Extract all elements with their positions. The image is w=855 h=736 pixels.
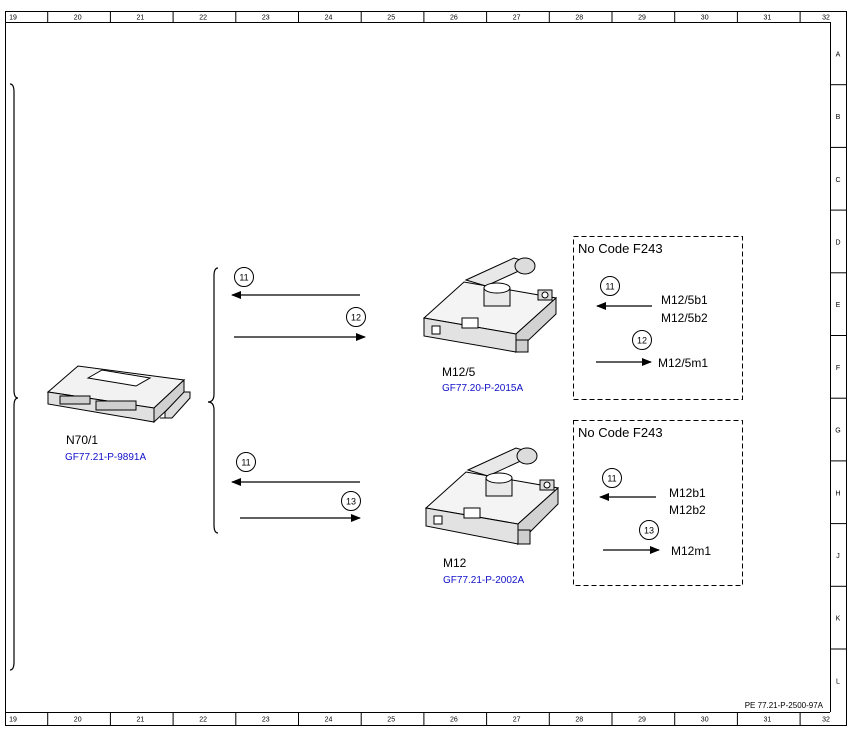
signal-brace [207, 267, 219, 534]
left-brace [9, 83, 19, 671]
actuator-m12-5-label: M12/5 [442, 365, 476, 379]
column-label-bottom: 26 [450, 717, 458, 724]
row-label: J [836, 553, 840, 560]
column-label-top: 31 [764, 15, 772, 22]
column-label-top: 29 [638, 15, 646, 22]
row-label: G [835, 428, 840, 435]
svg-text:13: 13 [644, 526, 654, 536]
column-label-bottom: 28 [575, 717, 583, 724]
upper-box-in-label-1: M12/5b1 [661, 293, 708, 307]
column-label-top: 23 [262, 15, 270, 22]
lower-box-in-marker: 11 [602, 468, 622, 488]
upper-box-out-label: M12/5m1 [658, 356, 708, 370]
svg-text:11: 11 [241, 458, 250, 468]
row-ruler-right: A B C D E F G H J K L [830, 51, 846, 685]
actuator-m12-label: M12 [443, 556, 467, 570]
actuator-m12-5-ref-link[interactable]: GF77.20-P-2015A [442, 383, 523, 394]
upper-signal-out-marker: 12 [346, 307, 366, 327]
column-label-bottom: 31 [764, 717, 772, 724]
upper-signal-in-marker: 11 [234, 267, 254, 287]
lower-box-in-label-2: M12b2 [669, 503, 706, 517]
column-label-bottom: 20 [74, 717, 82, 724]
row-label: A [836, 51, 841, 58]
row-label: C [835, 177, 840, 184]
upper-box-in-label-2: M12/5b2 [661, 311, 708, 325]
lower-signal-in-marker: 11 [236, 452, 256, 472]
column-label-top: 21 [137, 15, 145, 22]
lower-option-box: No Code F243 11 M12b1 M12b2 13 M12m1 [573, 420, 743, 586]
upper-box-in-marker: 11 [600, 276, 620, 296]
lower-box-out-marker: 13 [639, 520, 659, 540]
column-label-bottom: 21 [137, 717, 145, 724]
control-unit-ref-link[interactable]: GF77.21-P-9891A [65, 452, 146, 463]
column-label-bottom: 29 [638, 717, 646, 724]
row-label: L [836, 678, 840, 685]
actuator-m12-5-icon [422, 257, 558, 354]
svg-text:12: 12 [351, 313, 361, 323]
column-ruler-top: 19 20 21 22 23 24 25 26 27 28 29 30 31 32 [9, 11, 830, 22]
svg-text:13: 13 [346, 497, 356, 507]
row-label: K [836, 616, 841, 623]
column-label-bottom: 24 [325, 717, 333, 724]
svg-text:12: 12 [637, 336, 647, 346]
upper-box-title: No Code F243 [578, 241, 663, 256]
upper-box-out-marker: 12 [632, 330, 652, 350]
column-label-top: 27 [513, 15, 521, 22]
lower-box-in-label-1: M12b1 [669, 486, 706, 500]
column-label-bottom: 25 [387, 717, 395, 724]
lower-signal-out-marker: 13 [341, 491, 361, 511]
row-label: E [836, 302, 841, 309]
control-unit-label: N70/1 [66, 433, 98, 447]
lower-box-title: No Code F243 [578, 425, 663, 440]
actuator-m12-ref-link[interactable]: GF77.21-P-2002A [443, 575, 524, 586]
control-unit-n70-1-icon [46, 365, 191, 424]
column-label-top: 19 [9, 15, 17, 22]
column-label-top: 30 [701, 15, 709, 22]
column-label-bottom: 32 [822, 717, 830, 724]
row-label: F [836, 365, 840, 372]
sheet-frame [5, 11, 847, 726]
actuator-m12-icon [424, 447, 560, 546]
drawing-code: PE 77.21-P-2500-97A [745, 701, 824, 710]
column-label-top: 26 [450, 15, 458, 22]
upper-option-box: No Code F243 11 M12/5b1 M12/5b2 12 M12/5… [573, 236, 743, 400]
svg-text:11: 11 [605, 282, 614, 292]
column-label-bottom: 30 [701, 717, 709, 724]
column-label-bottom: 22 [199, 717, 207, 724]
svg-text:11: 11 [239, 273, 248, 283]
column-label-top: 22 [199, 15, 207, 22]
column-label-bottom: 23 [262, 717, 270, 724]
column-label-top: 28 [575, 15, 583, 22]
row-label: B [836, 114, 841, 121]
column-label-top: 32 [822, 15, 830, 22]
column-label-bottom: 27 [513, 717, 521, 724]
svg-text:11: 11 [607, 474, 616, 484]
column-label-top: 24 [325, 15, 333, 22]
row-label: D [835, 239, 840, 246]
column-label-bottom: 19 [9, 717, 17, 724]
column-label-top: 20 [74, 15, 82, 22]
column-ruler-bottom: 19 20 21 22 23 24 25 26 27 28 29 30 31 32 [9, 712, 830, 725]
row-label: H [835, 490, 840, 497]
lower-box-out-label: M12m1 [671, 544, 711, 558]
column-label-top: 25 [387, 15, 395, 22]
